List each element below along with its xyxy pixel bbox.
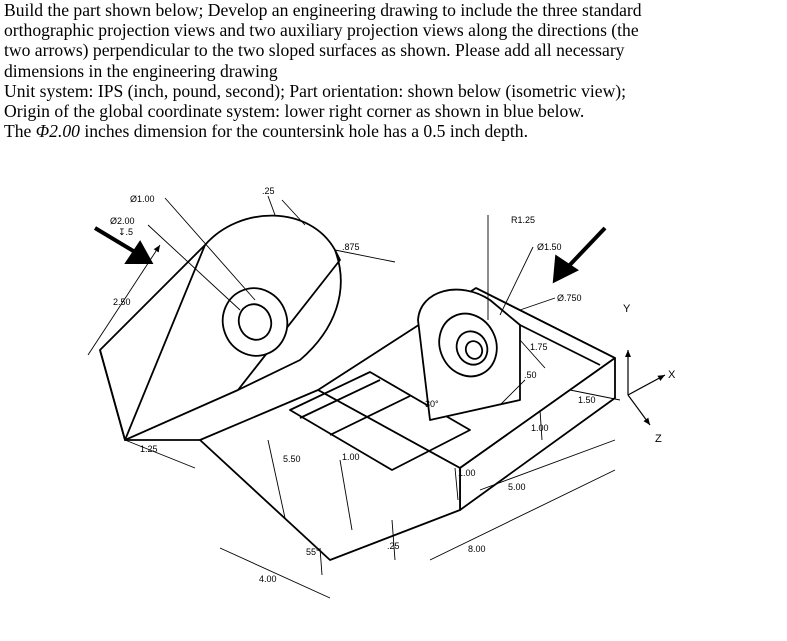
problem-line: Origin of the global coordinate system: … [4, 101, 585, 122]
problem-line: orthographic projection views and two au… [4, 20, 639, 41]
dim-25-top: .25 [262, 186, 275, 196]
dimension-lines [87, 195, 621, 599]
dim-8-00: 8.00 [468, 544, 486, 554]
dim-dia-750: Ø.750 [557, 293, 582, 303]
dim-5-50: 5.50 [283, 454, 301, 464]
dim-1-50-right: 1.50 [578, 395, 596, 405]
view-direction-arrows [93, 226, 607, 284]
problem-line: Build the part shown below; Develop an e… [4, 0, 642, 20]
dim-1-75: 1.75 [530, 342, 548, 352]
problem-line: The Φ2.00 inches dimension for the count… [4, 121, 784, 141]
axis-y-label: Y [623, 303, 631, 315]
dim-1-00-base: 1.00 [458, 468, 476, 478]
dim-1-25: 1.25 [140, 444, 158, 454]
countersink-diameter: Φ2.00 [35, 121, 80, 142]
dim-4-00: 4.00 [259, 574, 277, 584]
line-suffix: inches dimension for the countersink hol… [79, 121, 529, 142]
problem-line: dimensions in the engineering drawing [4, 60, 278, 81]
dim-2-50: 2.50 [113, 297, 131, 307]
dim-30-deg: 30° [425, 399, 439, 409]
dim-dia-1-50: Ø1.50 [537, 242, 562, 252]
dim-25-bottom: .25 [387, 541, 400, 551]
dim-r-1-25: R1.25 [511, 215, 535, 225]
dim-50: .50 [524, 370, 537, 380]
isometric-drawing-svg: Y X Z Ø1.00 Ø2.00 ↧.5 .25 .875 2.50 1.25… [87, 186, 676, 599]
axis-z-label: Z [655, 433, 662, 445]
problem-line: two arrows) perpendicular to the two slo… [4, 40, 625, 61]
dim-55-deg: 55° [306, 547, 320, 557]
axis-x-label: X [668, 369, 676, 381]
dim-1-00-slot: 1.00 [342, 452, 360, 462]
isometric-drawing: Y X Z Ø1.00 Ø2.00 ↧.5 .25 .875 2.50 1.25… [0, 180, 787, 636]
line-prefix: The [4, 121, 36, 142]
problem-line: Unit system: IPS (inch, pound, second); … [4, 80, 627, 101]
dim-depth-5: ↧.5 [118, 227, 133, 237]
dim-875: .875 [342, 242, 360, 252]
problem-statement: Build the part shown below; Develop an e… [4, 0, 784, 141]
coordinate-axes [625, 350, 666, 426]
dim-dia-2-00: Ø2.00 [110, 216, 135, 226]
dim-5-00: 5.00 [508, 482, 526, 492]
part-outline [99, 214, 616, 561]
dim-dia-1-00: Ø1.00 [130, 194, 155, 204]
dim-1-00-right: 1.00 [531, 423, 549, 433]
